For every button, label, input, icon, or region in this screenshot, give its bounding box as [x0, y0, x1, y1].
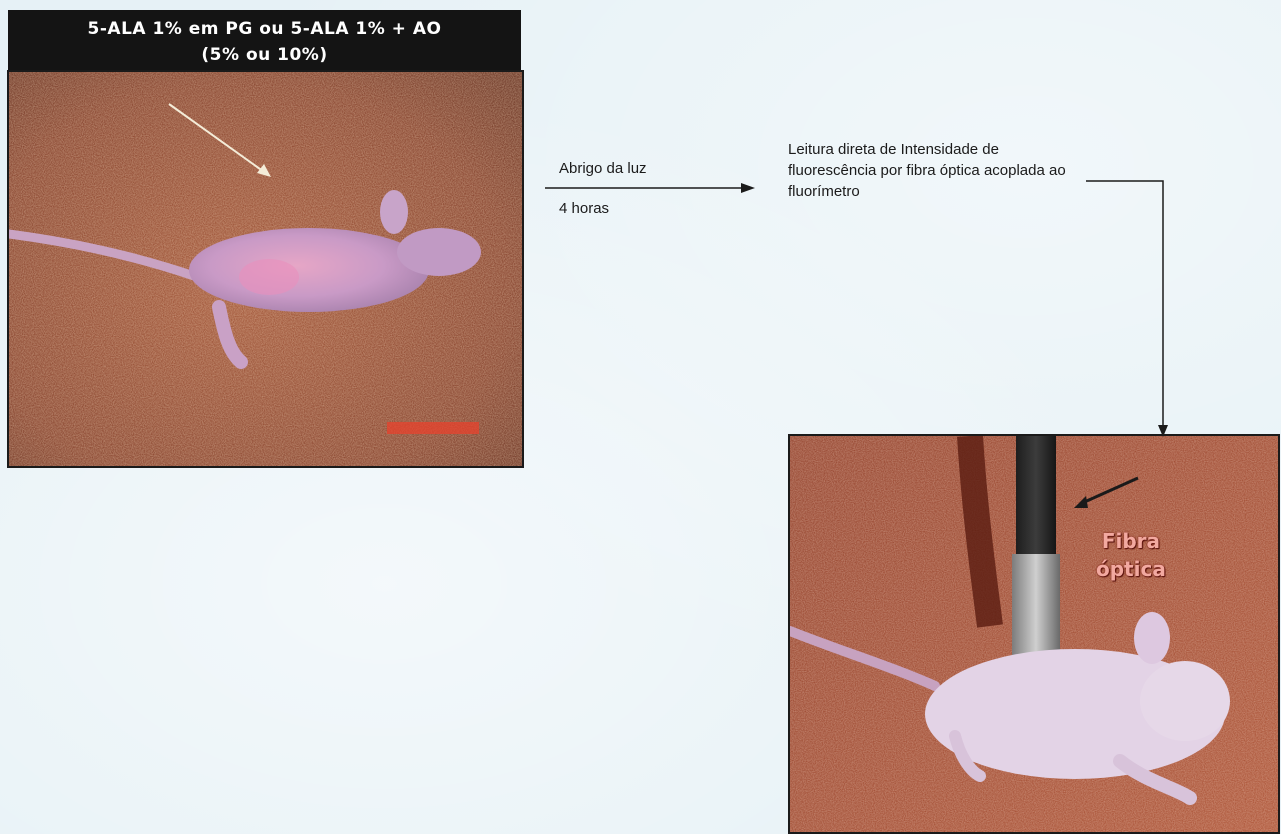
step-duration-label: 4 horas [559, 200, 609, 217]
step-condition-label: Abrigo da luz [559, 160, 647, 177]
photo-fiber-reading [788, 434, 1280, 834]
photo-mouse-treated [7, 70, 524, 468]
treatment-header: 5-ALA 1% em PG ou 5-ALA 1% + AO (5% ou 1… [8, 10, 521, 72]
optical-fiber [1016, 436, 1056, 558]
application-site [239, 259, 299, 295]
flow-arrow-1-head [741, 183, 755, 193]
reading-description: Leitura direta de Intensidade de fluores… [788, 139, 1088, 202]
treatment-header-line1: 5-ALA 1% em PG ou 5-ALA 1% + AO [8, 16, 521, 42]
flow-arrow-2 [1086, 181, 1163, 426]
date-stamp [387, 422, 479, 434]
mouse-head [397, 228, 481, 276]
treatment-header-line2: (5% ou 10%) [8, 42, 521, 68]
mouse-ear [380, 190, 408, 234]
fiber-label: Fibra óptica [1096, 527, 1166, 583]
mouse-head-right [1140, 661, 1230, 741]
fiber-label-line2: óptica [1096, 555, 1166, 583]
photo-fiber-reading-image [790, 436, 1278, 834]
fiber-label-line1: Fibra [1096, 527, 1166, 555]
mouse-body [189, 228, 429, 312]
photo-mouse-treated-image [9, 72, 522, 466]
